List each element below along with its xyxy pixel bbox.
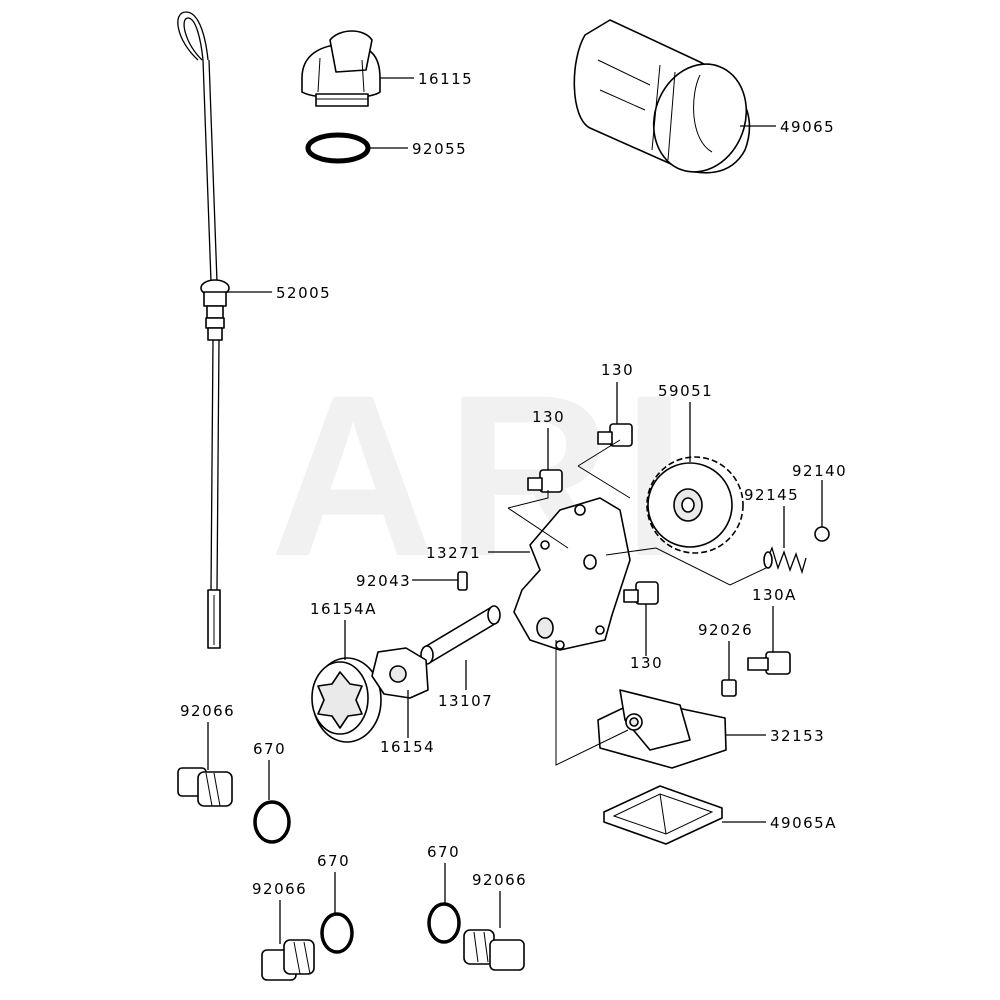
oring-part-3 (427, 902, 461, 944)
spring-part (763, 546, 807, 575)
gear-part (646, 456, 744, 554)
label-collar: 92026 (698, 621, 753, 639)
cap-oring-part (305, 132, 371, 164)
pin-part (457, 571, 468, 591)
bolt-130a-part (747, 651, 791, 675)
label-outer-rotor: 16154A (310, 600, 377, 618)
label-gear: 59051 (658, 382, 713, 400)
part-labels: 52005 16115 92055 49065 130 130 59051 92… (180, 70, 847, 898)
drain-plug-part-3 (463, 929, 525, 971)
strainer-part (597, 689, 727, 769)
label-drain-plug-3: 92066 (472, 871, 527, 889)
label-bolt-b: 130 (601, 361, 634, 379)
oring-part-2 (320, 912, 354, 954)
ball-part (814, 526, 830, 542)
label-bolt-c: 130 (630, 654, 663, 672)
label-bolt-a: 130 (532, 408, 565, 426)
label-cap-oring: 92055 (412, 140, 467, 158)
label-pin: 92043 (356, 572, 411, 590)
oil-filter-part (573, 19, 751, 174)
bolt-part-2 (597, 423, 633, 447)
bolt-part-3 (623, 581, 659, 605)
outer-rotor-part (311, 657, 382, 743)
label-drain-plug-2: 92066 (252, 880, 307, 898)
watermark: ARI (270, 347, 696, 604)
inner-rotor-part (371, 647, 429, 699)
label-inner-rotor: 16154 (380, 738, 435, 756)
bolt-part-1 (527, 469, 563, 493)
pump-cover-part (513, 497, 631, 651)
label-bolt-130a: 130A (752, 586, 797, 604)
label-drain-plug-1: 92066 (180, 702, 235, 720)
shaft-part (420, 605, 501, 665)
label-pump-cover: 13271 (426, 544, 481, 562)
leader-lines (207, 77, 823, 944)
label-oring-1: 670 (253, 740, 286, 758)
label-screen: 49065A (770, 814, 837, 832)
label-spring: 92145 (744, 486, 799, 504)
label-strainer: 32153 (770, 727, 825, 745)
oring-part-1 (253, 800, 291, 844)
dipstick-part (177, 11, 230, 649)
screen-part (603, 785, 723, 845)
label-shaft: 13107 (438, 692, 493, 710)
drain-plug-part-1 (177, 767, 233, 807)
collar-part (721, 679, 737, 697)
label-oring-2: 670 (317, 852, 350, 870)
label-dipstick: 52005 (276, 284, 331, 302)
label-ball: 92140 (792, 462, 847, 480)
label-oil-filter: 49065 (780, 118, 835, 136)
label-filler-cap: 16115 (418, 70, 473, 88)
filler-cap-part (301, 30, 381, 107)
drain-plug-part-2 (261, 939, 315, 981)
label-oring-3: 670 (427, 843, 460, 861)
